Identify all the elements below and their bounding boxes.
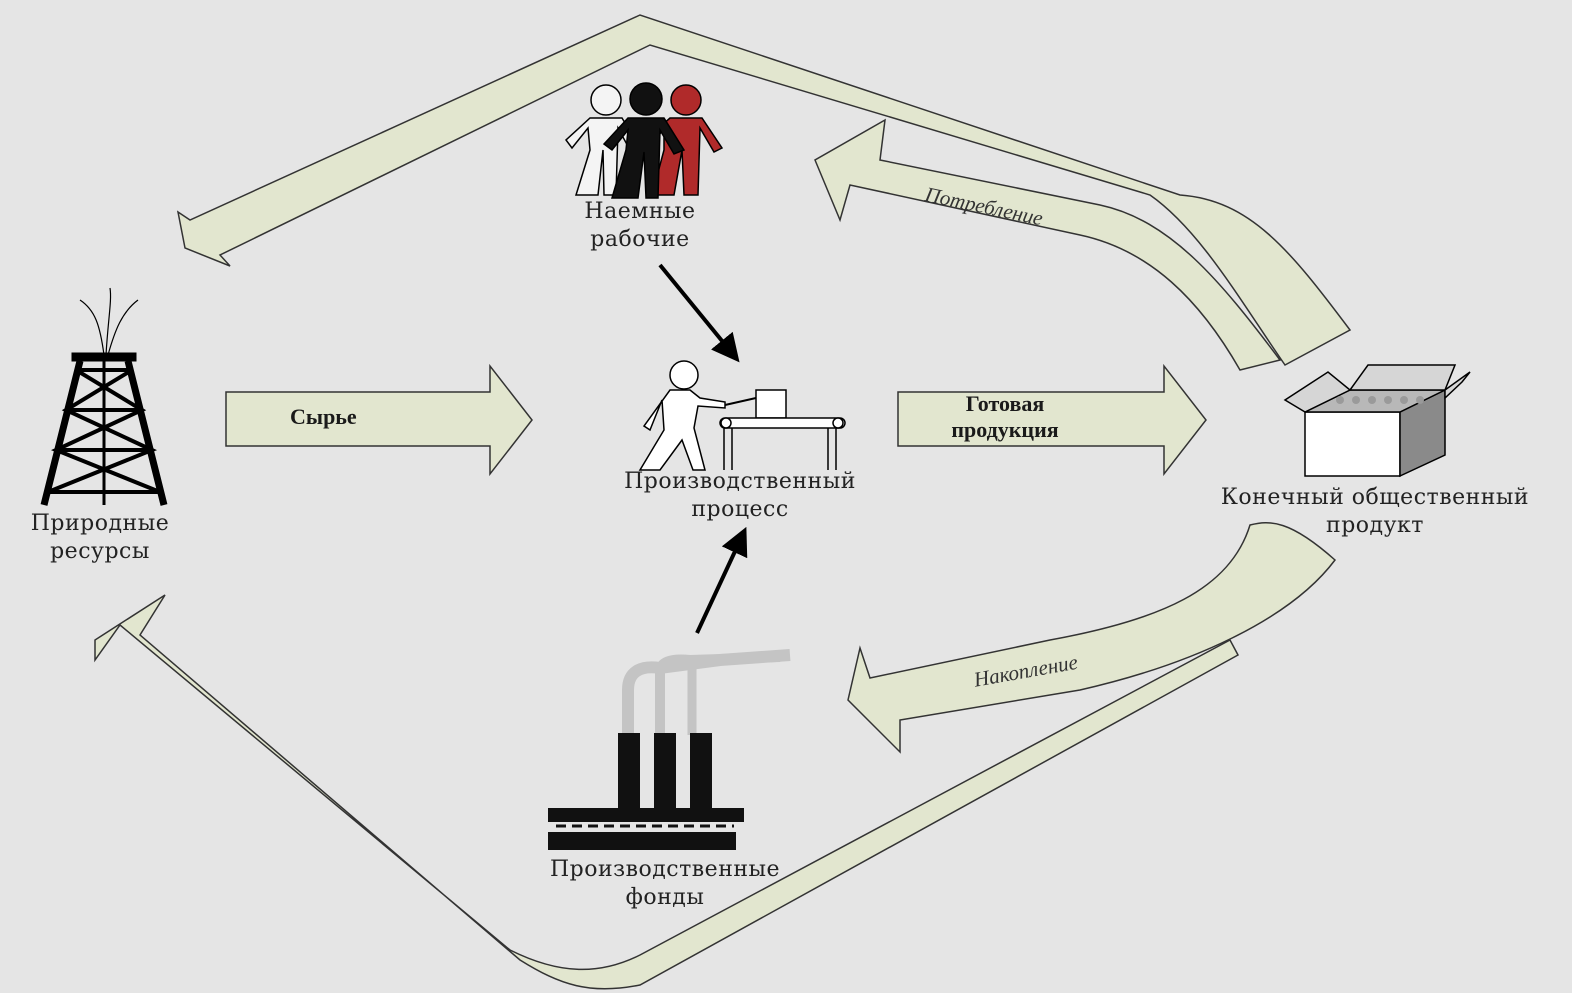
raw-materials-label: Сырье bbox=[290, 404, 357, 429]
workers-label: Наемные рабочие bbox=[584, 199, 696, 252]
workers-to-process-arrow bbox=[658, 263, 740, 363]
oil-derrick-icon bbox=[40, 287, 168, 506]
natural-resources-label: Природные ресурсы bbox=[30, 511, 170, 564]
open-box-icon bbox=[1283, 364, 1471, 478]
production-process-label: Производственный процесс bbox=[624, 469, 856, 522]
bottom-arc-arrow bbox=[94, 594, 1240, 990]
top-arc-arrow bbox=[176, 14, 1352, 366]
final-product-label: Конечный общественный продукт bbox=[1220, 485, 1530, 538]
factory-icon bbox=[548, 649, 791, 850]
worker-at-conveyor-icon bbox=[638, 360, 846, 471]
accumulation-arrow bbox=[847, 521, 1337, 754]
finished-goods-label: Готовая продукция bbox=[951, 391, 1059, 442]
people-group-icon bbox=[564, 82, 724, 199]
consumption-arrow bbox=[814, 118, 1282, 371]
funds-to-process-arrow bbox=[695, 526, 748, 634]
raw-materials-arrow bbox=[225, 363, 533, 477]
production-funds-label: Производственные фонды bbox=[549, 857, 781, 910]
finished-goods-arrow bbox=[897, 363, 1207, 477]
